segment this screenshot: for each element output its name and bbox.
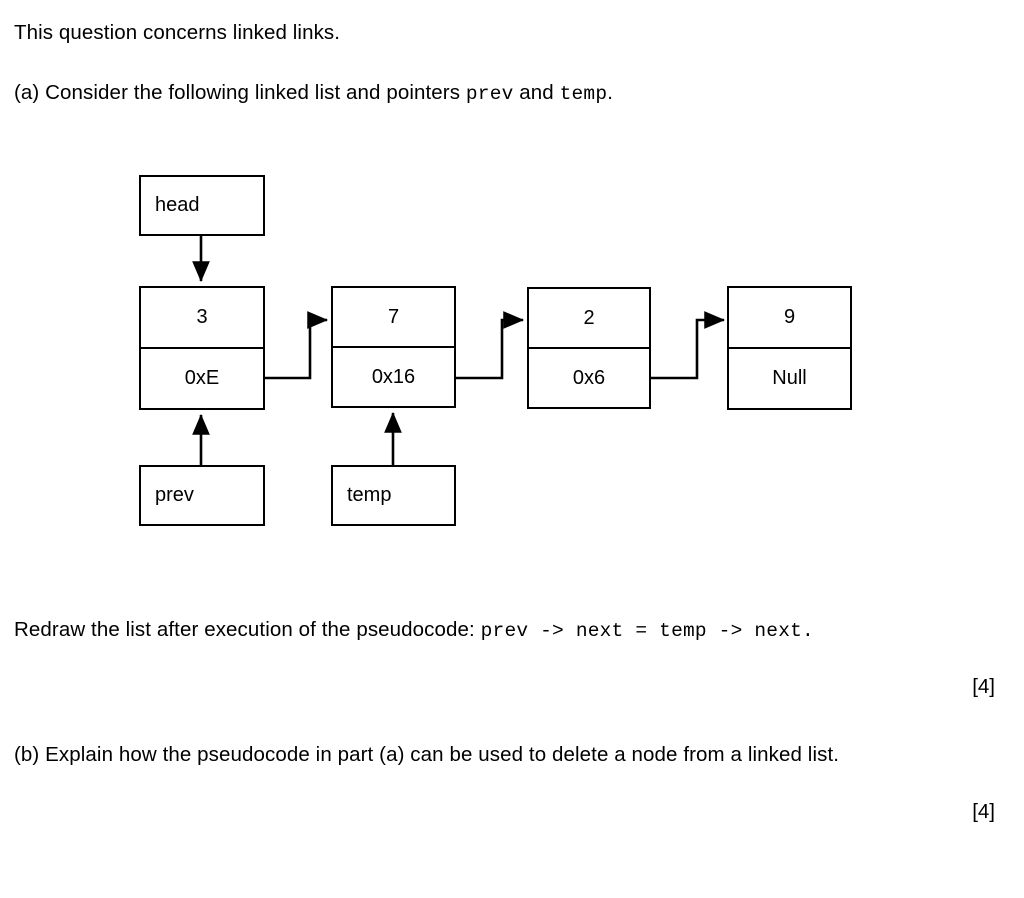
node-2-data: 7 [333, 288, 454, 348]
list-node-2: 7 0x16 [331, 286, 456, 408]
node-4-data: 9 [729, 288, 850, 349]
redraw-instruction: Redraw the list after execution of the p… [14, 615, 964, 646]
part-b-marks: [4] [972, 800, 995, 823]
temp-label: temp [347, 484, 392, 506]
part-a-lead-text: (a) Consider the following linked list a… [14, 81, 466, 104]
diagram-connectors [192, 235, 726, 465]
part-a-period: . [607, 81, 614, 104]
inline-code-prev: prev [465, 83, 514, 105]
prev-pointer-box: prev [139, 465, 265, 526]
part-b-paragraph: (b) Explain how the pseudocode in part (… [14, 743, 840, 766]
linked-list-diagram: head 3 0xE 7 0x16 2 0x6 9 Null prev temp [139, 175, 852, 526]
part-a-conjunction: and [513, 81, 560, 104]
head-pointer-box: head [139, 175, 265, 236]
redraw-period: . [802, 620, 814, 642]
part-a-marks: [4] [972, 675, 995, 698]
intro-paragraph: This question concerns linked links. [14, 18, 974, 47]
redraw-lead-text: Redraw the list after execution of the p… [14, 618, 481, 641]
next-arrow-2-to-3 [455, 311, 525, 380]
temp-pointer-box: temp [331, 465, 456, 526]
next-arrow-1-to-2 [265, 311, 329, 380]
list-node-1: 3 0xE [139, 286, 265, 410]
list-node-4: 9 Null [727, 286, 852, 410]
node-3-next: 0x6 [572, 366, 606, 389]
next-arrow-3-to-4 [651, 311, 726, 380]
node-1-data: 3 [141, 288, 263, 349]
node-2-next: 0x16 [371, 365, 416, 388]
inline-code-temp: temp [559, 83, 608, 105]
head-label: head [155, 194, 200, 216]
node-3-data: 2 [529, 289, 649, 349]
list-node-3: 2 0x6 [527, 287, 651, 409]
prev-label: prev [155, 484, 194, 506]
part-a-paragraph: (a) Consider the following linked list a… [14, 78, 994, 109]
node-1-next: 0xE [184, 367, 220, 389]
redraw-pseudocode: prev -> next = temp -> next [480, 620, 802, 642]
node-4-next: Null [772, 367, 807, 389]
intro-text: This question concerns linked links. [14, 21, 341, 44]
